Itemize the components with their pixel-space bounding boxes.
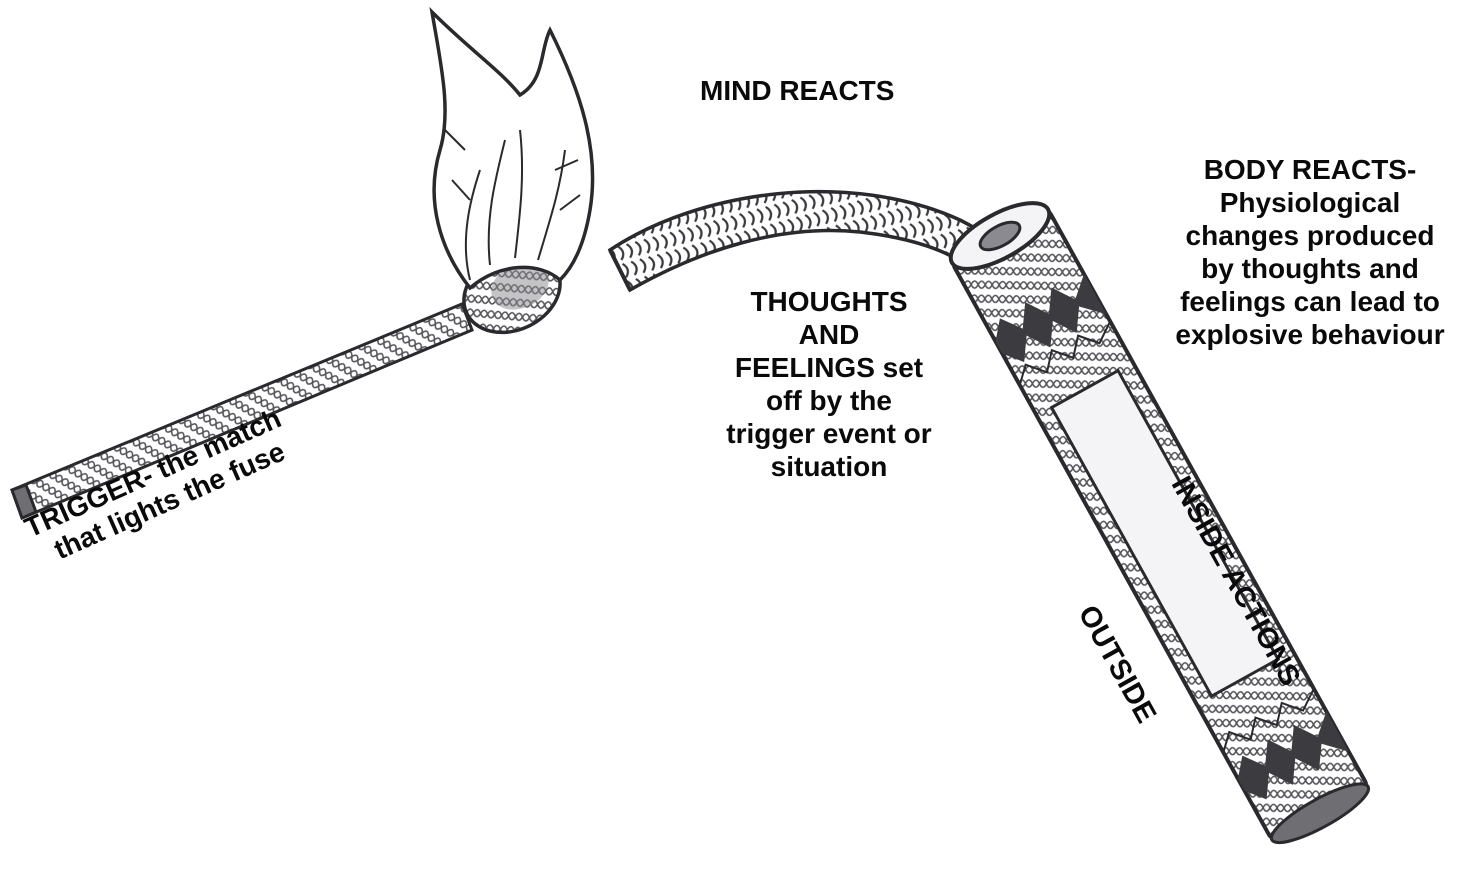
thoughts-line-1: THOUGHTS bbox=[700, 285, 958, 318]
body-reacts-line-6: explosive behaviour bbox=[1150, 318, 1470, 351]
flame-icon bbox=[432, 12, 593, 288]
mind-reacts-label: MIND REACTS bbox=[700, 74, 894, 107]
thoughts-feelings-label: THOUGHTS AND FEELINGS set off by the tri… bbox=[700, 285, 958, 483]
thoughts-line-6: situation bbox=[700, 450, 958, 483]
thoughts-line-3: FEELINGS set bbox=[700, 351, 958, 384]
body-reacts-line-4: by thoughts and bbox=[1150, 252, 1470, 285]
thoughts-line-2: AND bbox=[700, 318, 958, 351]
thoughts-line-5: trigger event or bbox=[700, 417, 958, 450]
body-reacts-line-5: feelings can lead to bbox=[1150, 285, 1470, 318]
body-reacts-line-2: Physiological bbox=[1150, 186, 1470, 219]
thoughts-line-4: off by the bbox=[700, 384, 958, 417]
match-icon bbox=[12, 236, 573, 518]
fuse-icon bbox=[610, 192, 1015, 290]
body-reacts-line-1: BODY REACTS- bbox=[1150, 153, 1470, 186]
body-reacts-label: BODY REACTS- Physiological changes produ… bbox=[1150, 153, 1470, 351]
body-reacts-line-3: changes produced bbox=[1150, 219, 1470, 252]
